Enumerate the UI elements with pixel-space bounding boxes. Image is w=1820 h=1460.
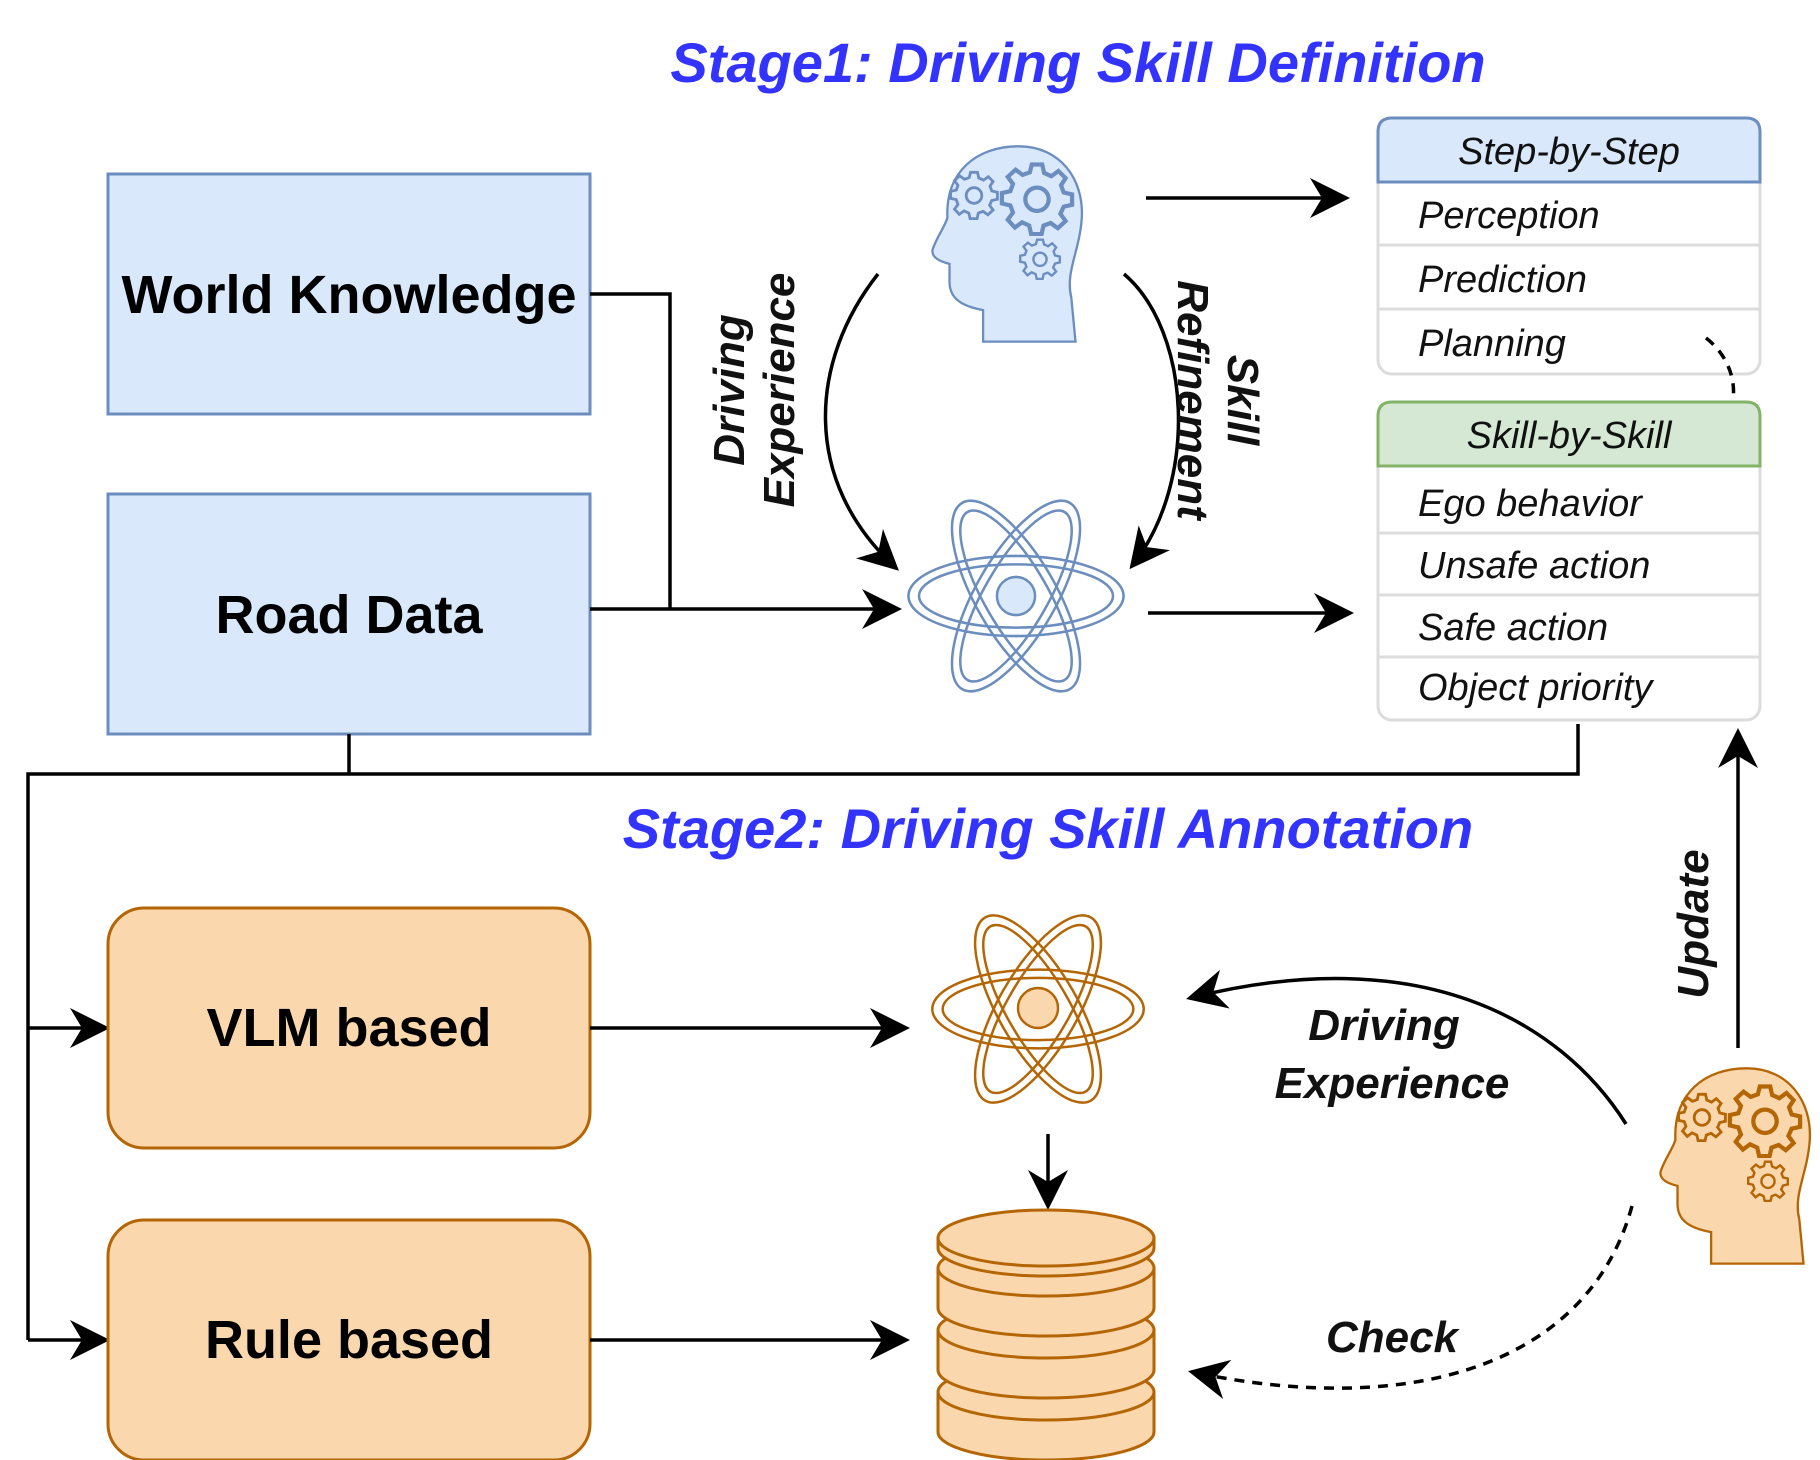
check-label: Check	[1326, 1313, 1461, 1362]
world-knowledge-connector	[590, 292, 672, 609]
driving-experience-label: Driving Experience	[705, 273, 804, 508]
step-by-step-list: Step-by-Step Perception Prediction Plann…	[1376, 116, 1762, 376]
step-list-item: Prediction	[1418, 259, 1587, 301]
step-list-item: Planning	[1418, 323, 1566, 365]
rule-based-box: Rule based	[106, 1218, 592, 1460]
model-top-atom-core	[995, 575, 1037, 617]
skill-list-item: Safe action	[1418, 607, 1608, 649]
world-knowledge-box: World Knowledge	[106, 172, 592, 416]
skill-list-item: Object priority	[1418, 667, 1654, 709]
skill-list-item: Unsafe action	[1418, 545, 1650, 587]
check-dashed-arrow	[1188, 1205, 1634, 1399]
road-data-box: Road Data	[106, 492, 592, 736]
svg-text:Experience: Experience	[1275, 1059, 1510, 1108]
driving-experience-arrow	[823, 272, 899, 571]
model-bottom-atom-core	[1016, 986, 1060, 1030]
update-label: Update	[1669, 849, 1718, 998]
skill-list-item: Ego behavior	[1418, 483, 1643, 525]
svg-text:Experience: Experience	[755, 273, 804, 508]
rule-based-label: Rule based	[205, 1310, 493, 1370]
world-knowledge-label: World Knowledge	[122, 265, 577, 325]
driving-experience-bottom-label: Driving Experience	[1275, 1001, 1510, 1108]
vlm-based-label: VLM based	[206, 998, 491, 1058]
driving-experience-bottom-arrow	[1186, 969, 1628, 1125]
stage1-title: Stage1: Driving Skill Definition	[670, 31, 1485, 94]
step-list-item: Perception	[1418, 195, 1600, 237]
svg-text:Skill: Skill	[1218, 355, 1267, 446]
expert-top-head-icon	[931, 145, 1084, 343]
svg-text:Update: Update	[1669, 849, 1718, 998]
stage-link-connector	[26, 724, 1580, 1340]
svg-text:Refinement: Refinement	[1168, 280, 1217, 522]
expert-bottom-head-icon	[1659, 1067, 1812, 1265]
stage2-title: Stage2: Driving Skill Annotation	[623, 797, 1473, 860]
road-data-label: Road Data	[215, 585, 483, 645]
skill-by-skill-list: Skill-by-Skill Ego behavior Unsafe actio…	[1376, 400, 1762, 722]
svg-text:Driving: Driving	[705, 314, 754, 466]
step-to-skill-dashed-arrow	[1700, 336, 1746, 445]
database-icon	[936, 1208, 1156, 1460]
skill-list-header: Skill-by-Skill	[1467, 415, 1673, 457]
step-list-header: Step-by-Step	[1458, 131, 1680, 173]
skill-refinement-arrow	[1122, 272, 1181, 570]
svg-text:Driving: Driving	[1308, 1001, 1460, 1050]
skill-refinement-label: Skill Refinement	[1168, 280, 1267, 522]
vlm-based-box: VLM based	[106, 906, 592, 1150]
